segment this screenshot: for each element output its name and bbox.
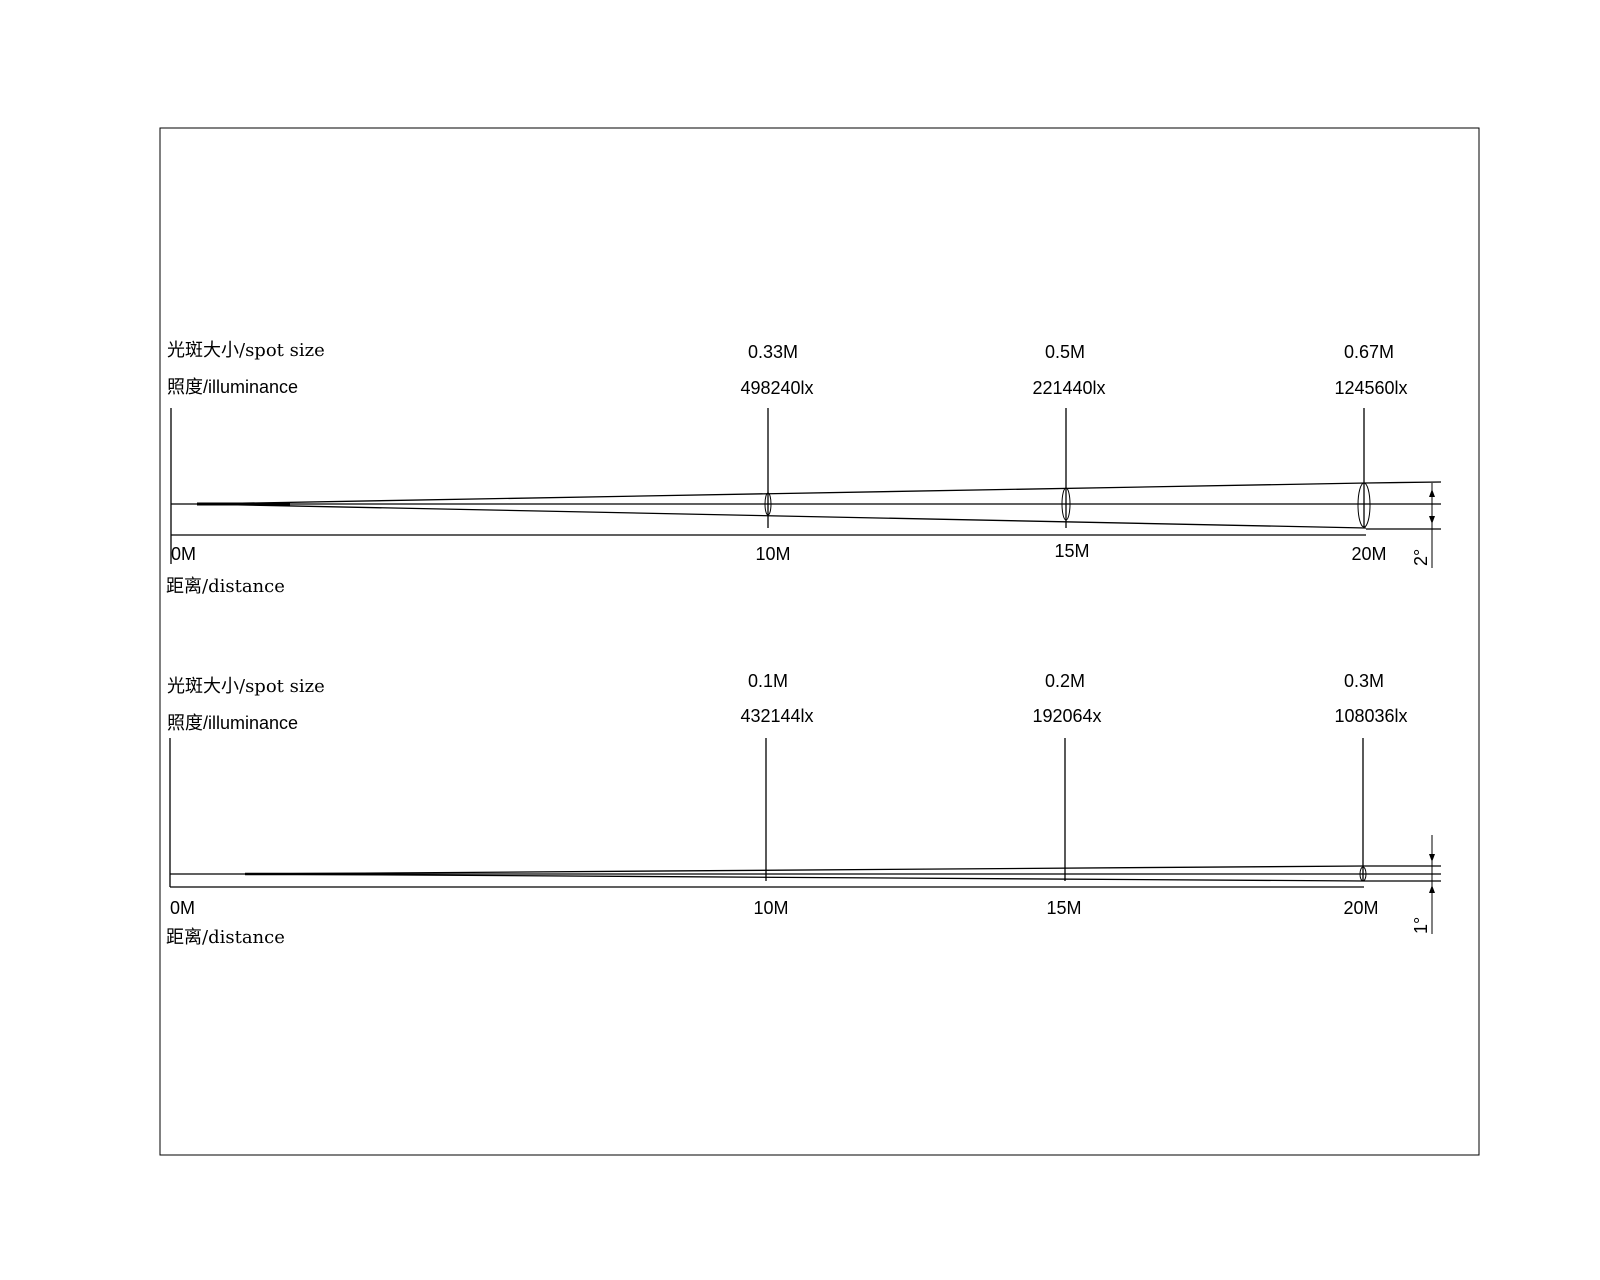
distance-20m: 20M <box>1351 544 1386 564</box>
distance-20m: 20M <box>1343 898 1378 918</box>
spot-ellipse-10m <box>764 492 772 516</box>
distance-0m: 0M <box>171 544 196 564</box>
illuminance-label: 照度/illuminance <box>167 713 298 733</box>
illuminance-label: 照度/illuminance <box>167 377 298 397</box>
distance-10m: 10M <box>753 898 788 918</box>
illuminance-20m: 124560lx <box>1334 378 1407 398</box>
distance-10m: 10M <box>755 544 790 564</box>
spot-size-20m: 0.3M <box>1344 671 1384 691</box>
dimension-arrows-icon <box>1429 854 1435 893</box>
illuminance-10m: 432144lx <box>740 706 813 726</box>
spot-ellipse-20m <box>1357 482 1371 528</box>
angle-ext-upper <box>1365 481 1442 484</box>
distance-label: 距离/distance <box>166 576 285 597</box>
beam-angle-label: 2° <box>1411 549 1431 566</box>
distance-15m: 15M <box>1046 898 1081 918</box>
spot-ellipse-20m <box>1359 866 1367 882</box>
distance-15m: 15M <box>1054 541 1089 561</box>
panel-1-degree: 光斑大小/spot size 照度/illuminance 0.1M 43214… <box>166 671 1441 948</box>
spot-size-20m: 0.67M <box>1344 342 1394 362</box>
beam-lower-edge <box>244 873 1365 882</box>
illuminance-20m: 108036lx <box>1334 706 1407 726</box>
dimension-arrows-icon <box>1429 489 1435 524</box>
beam-lower-edge <box>196 503 1367 529</box>
frame-border <box>159 127 1480 1156</box>
beam-angle-label: 1° <box>1411 917 1431 934</box>
distance-0m: 0M <box>170 898 195 918</box>
spot-size-label: 光斑大小/spot size <box>167 676 325 697</box>
spot-size-15m: 0.5M <box>1045 342 1085 362</box>
panel-2-degree: 光斑大小/spot size 照度/illuminance 0.33M 4982… <box>166 340 1442 597</box>
spot-ellipse-15m <box>1061 487 1071 521</box>
spot-size-10m: 0.1M <box>748 671 788 691</box>
distance-label: 距离/distance <box>166 927 285 948</box>
illuminance-15m: 221440lx <box>1032 378 1105 398</box>
beam-upper-edge <box>196 482 1367 505</box>
beam-upper-edge <box>244 865 1365 875</box>
illuminance-15m: 192064x <box>1032 706 1101 726</box>
illuminance-10m: 498240lx <box>740 378 813 398</box>
spot-size-label: 光斑大小/spot size <box>167 340 325 361</box>
spot-size-15m: 0.2M <box>1045 671 1085 691</box>
spot-size-10m: 0.33M <box>748 342 798 362</box>
